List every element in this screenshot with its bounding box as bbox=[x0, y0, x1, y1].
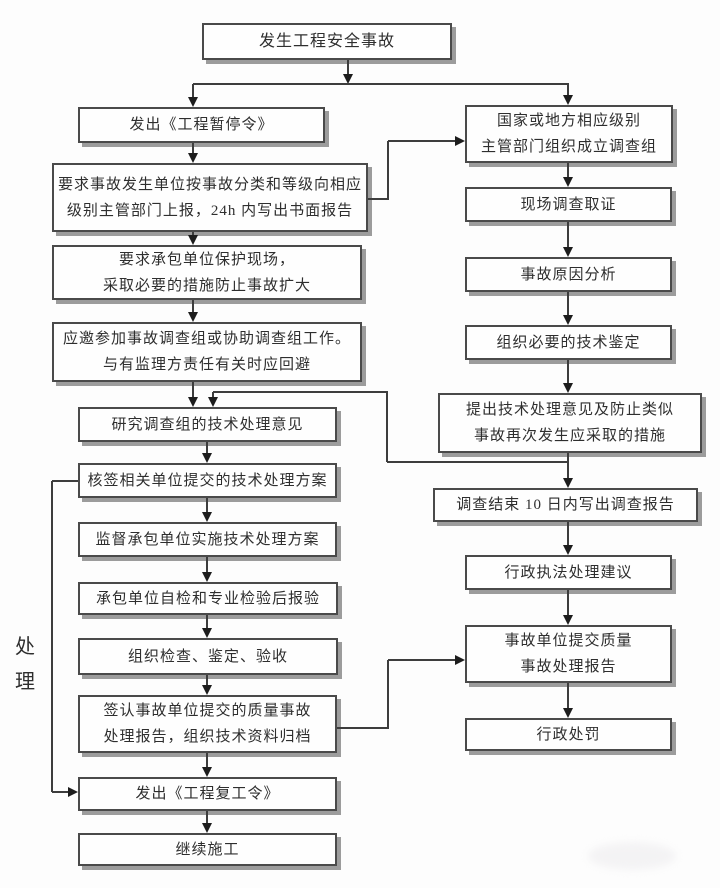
node-issue-resume-order: 发出《工程复工令》 bbox=[78, 777, 337, 811]
flow-line bbox=[567, 360, 569, 384]
arrowhead-down-icon bbox=[202, 767, 212, 777]
flow-line bbox=[206, 498, 208, 513]
flow-line bbox=[52, 791, 69, 793]
node-report-within-24h: 要求事故发生单位按事故分类和等级向相应 级别主管部门上报，24h 内写出书面报告 bbox=[52, 163, 368, 232]
flow-line bbox=[52, 480, 78, 482]
node-sign-quality-report-archive: 签认事故单位提交的质量事故 处理报告，组织技术资料归档 bbox=[78, 695, 337, 753]
node-organize-inspection-acceptance: 组织检查、鉴定、验收 bbox=[78, 638, 338, 675]
node-law-enforcement-advice: 行政执法处理建议 bbox=[465, 555, 672, 590]
arrowhead-down-icon bbox=[563, 545, 573, 555]
arrowhead-down-icon bbox=[188, 97, 198, 107]
flow-line bbox=[206, 557, 208, 573]
arrowhead-down-icon bbox=[563, 708, 573, 718]
flow-line bbox=[567, 292, 569, 316]
node-join-investigation: 应邀参加事故调查组或协助调查组工作。 与有监理方责任有关时应回避 bbox=[52, 322, 362, 382]
arrowhead-down-icon bbox=[208, 397, 218, 407]
flow-line bbox=[386, 392, 388, 462]
arrowhead-down-icon bbox=[188, 397, 198, 407]
flow-line bbox=[206, 442, 208, 454]
node-supervise-implementation: 监督承包单位实施技术处理方案 bbox=[78, 522, 337, 557]
flow-line bbox=[206, 811, 208, 824]
flow-line bbox=[388, 140, 456, 142]
flow-line bbox=[347, 60, 349, 74]
node-technical-opinions-measures: 提出技术处理意见及防止类似 事故再次发生应采取的措施 bbox=[438, 393, 702, 453]
node-issue-suspension-order: 发出《工程暂停令》 bbox=[78, 107, 325, 143]
flow-line bbox=[192, 300, 194, 313]
arrowhead-down-icon bbox=[563, 615, 573, 625]
arrowhead-down-icon bbox=[563, 478, 573, 488]
node-accident-unit-submit-report: 事故单位提交质量 事故处理报告 bbox=[465, 625, 672, 683]
arrowhead-down-icon bbox=[188, 235, 198, 245]
node-contractor-self-inspection: 承包单位自检和专业检验后报验 bbox=[78, 582, 338, 615]
arrowhead-down-icon bbox=[202, 572, 212, 582]
flow-line bbox=[567, 163, 569, 178]
flow-line bbox=[567, 462, 569, 479]
flow-line bbox=[387, 461, 569, 463]
flow-line bbox=[388, 659, 456, 661]
node-countersign-technical-plan: 核签相关单位提交的技术处理方案 bbox=[78, 463, 337, 498]
arrowhead-down-icon bbox=[563, 247, 573, 257]
arrowhead-down-icon bbox=[563, 177, 573, 187]
flow-line bbox=[567, 590, 569, 616]
node-site-investigation-evidence: 现场调查取证 bbox=[465, 187, 672, 222]
node-study-technical-opinions: 研究调查组的技术处理意见 bbox=[78, 407, 337, 442]
arrowhead-down-icon bbox=[188, 312, 198, 322]
flow-line bbox=[567, 522, 569, 546]
flow-line bbox=[567, 683, 569, 709]
node-technical-appraisal: 组织必要的技术鉴定 bbox=[465, 325, 672, 360]
watermark bbox=[588, 842, 676, 870]
flow-line bbox=[51, 481, 53, 792]
flow-line bbox=[567, 453, 569, 462]
node-investigation-report-10-days: 调查结束 10 日内写出调查报告 bbox=[433, 488, 698, 522]
flow-line bbox=[206, 753, 208, 768]
flow-line bbox=[387, 141, 389, 199]
arrowhead-down-icon bbox=[343, 74, 353, 84]
node-accident-cause-analysis: 事故原因分析 bbox=[465, 257, 672, 292]
arrowhead-down-icon bbox=[563, 383, 573, 393]
arrowhead-down-icon bbox=[202, 512, 212, 522]
flow-line bbox=[192, 232, 194, 236]
arrowhead-down-icon bbox=[202, 453, 212, 463]
node-administrative-penalty: 行政处罚 bbox=[465, 718, 672, 751]
flow-line bbox=[387, 660, 389, 728]
arrowhead-down-icon bbox=[202, 628, 212, 638]
flow-line bbox=[567, 222, 569, 248]
flow-line bbox=[368, 198, 389, 200]
node-accident-occurred: 发生工程安全事故 bbox=[202, 23, 452, 60]
arrowhead-down-icon bbox=[563, 95, 573, 105]
arrowhead-down-icon bbox=[202, 823, 212, 833]
arrowhead-right-icon bbox=[455, 655, 465, 665]
arrowhead-down-icon bbox=[188, 153, 198, 163]
flow-line bbox=[337, 727, 389, 729]
flow-line bbox=[192, 84, 194, 98]
flow-line bbox=[192, 143, 194, 154]
flow-line bbox=[192, 382, 194, 398]
node-protect-site: 要求承包单位保护现场， 采取必要的措施防止事故扩大 bbox=[52, 245, 362, 300]
process-side-label: 处 理 bbox=[15, 636, 35, 693]
arrowhead-right-icon bbox=[68, 787, 78, 797]
arrowhead-down-icon bbox=[202, 685, 212, 695]
arrowhead-down-icon bbox=[563, 315, 573, 325]
flow-line bbox=[206, 615, 208, 629]
flow-line bbox=[206, 675, 208, 686]
flow-line bbox=[213, 391, 388, 393]
flow-line bbox=[193, 83, 569, 85]
node-continue-construction: 继续施工 bbox=[78, 833, 337, 866]
node-authority-form-investigation-team: 国家或地方相应级别 主管部门组织成立调查组 bbox=[465, 105, 673, 163]
flow-line bbox=[212, 392, 214, 398]
flow-line bbox=[567, 84, 569, 96]
arrowhead-right-icon bbox=[455, 136, 465, 146]
